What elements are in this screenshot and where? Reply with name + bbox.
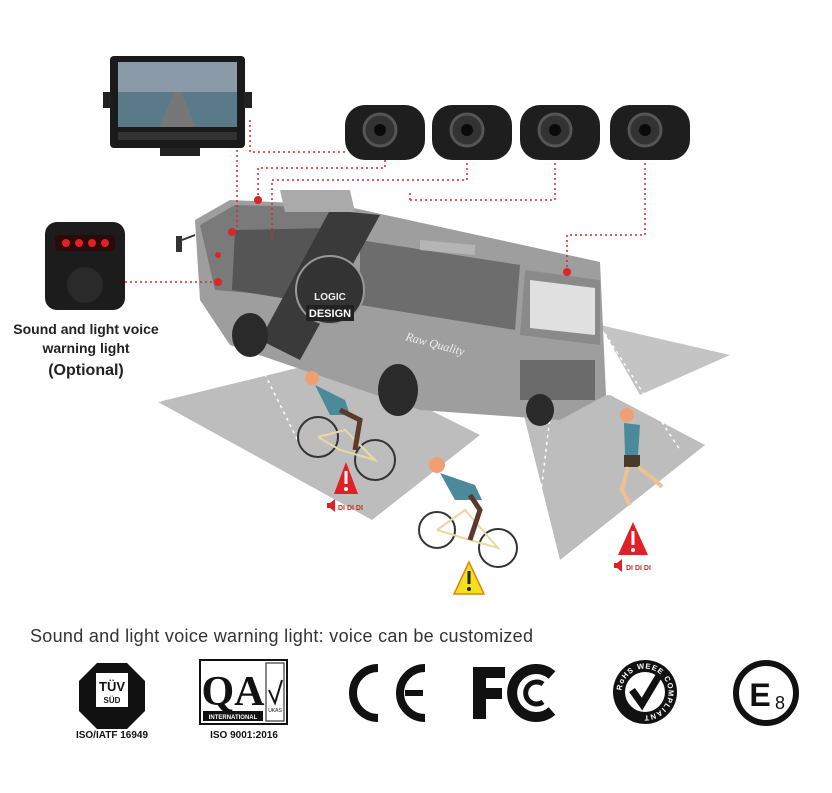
svg-text:8: 8 (775, 693, 785, 713)
runner (619, 408, 664, 506)
rohs-weee-logo: RoHS WEEE COMPLIANT (613, 660, 677, 724)
tuv-sud-logo: TÜV SÜD (79, 663, 145, 729)
svg-text:SÜD: SÜD (104, 696, 121, 705)
alert-triangle-icon-1 (334, 462, 358, 494)
warning-light-label: Sound and light voice warning light (Opt… (0, 320, 172, 380)
speaker-icon-1 (327, 499, 335, 512)
cameras (345, 105, 690, 160)
alert-sound-text-2: DI DI DI (626, 565, 651, 572)
cyclist-1 (297, 371, 396, 481)
bus: LOGIC DESIGN Raw Quality (176, 190, 606, 426)
alert-triangle-icon-2 (618, 522, 648, 555)
monitor (103, 56, 252, 156)
svg-text:QA: QA (202, 669, 266, 715)
cert-label-iatf: ISO/IATF 16949 (75, 730, 149, 741)
speaker-icon-2 (614, 559, 622, 572)
right-side-zone (600, 325, 730, 395)
e8-mark-logo: E 8 (733, 660, 799, 726)
rear-detection-zone (520, 395, 705, 560)
camera-2 (432, 105, 512, 160)
fcc-logo (473, 664, 556, 722)
warning-light-label-line2: warning light (42, 340, 130, 356)
warning-light-label-line1: Sound and light voice (13, 321, 159, 337)
cyclist-2 (418, 457, 518, 568)
bus-logo-top: LOGIC (314, 292, 346, 303)
svg-text:UKAS: UKAS (268, 708, 282, 714)
camera-1 (345, 105, 425, 160)
svg-text:E: E (749, 677, 770, 713)
qa-ukas-logo: QA INTERNATIONAL UKAS (199, 659, 288, 725)
warning-light-label-optional: (Optional) (48, 362, 124, 379)
svg-text:TÜV: TÜV (99, 679, 125, 694)
caption: Sound and light voice warning light: voi… (30, 626, 534, 646)
warning-light-device (45, 222, 125, 310)
alert-sound-text-1: DI DI DI (338, 505, 363, 512)
cert-label-iso9001: ISO 9001:2016 (210, 730, 278, 741)
connection-lines (125, 120, 646, 283)
camera-4 (610, 105, 690, 160)
caution-triangle-icon (452, 560, 486, 595)
camera-3 (520, 105, 600, 160)
svg-text:INTERNATIONAL: INTERNATIONAL (209, 715, 258, 721)
bus-logo-bottom: DESIGN (309, 308, 351, 320)
ce-mark-logo (349, 664, 426, 722)
